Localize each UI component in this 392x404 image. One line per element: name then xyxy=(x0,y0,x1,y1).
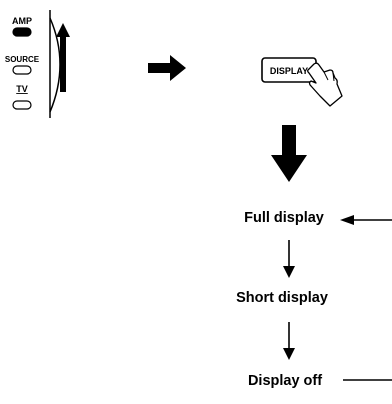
hand-finger-crease xyxy=(323,71,329,81)
tv-button[interactable] xyxy=(12,100,32,110)
state-display-off: Display off xyxy=(248,373,322,389)
source-button[interactable] xyxy=(12,65,32,75)
amp-button[interactable] xyxy=(12,27,32,37)
slide-up-arrow-icon xyxy=(56,23,70,92)
state-short-display: Short display xyxy=(236,290,328,306)
loop-back-arrowhead xyxy=(340,215,354,225)
display-button-group: DISPLAY xyxy=(261,57,343,107)
tv-label: TV xyxy=(16,84,28,94)
thin-arrow-2-head xyxy=(283,348,295,360)
amp-label: AMP xyxy=(12,16,32,26)
thin-arrow-1-head xyxy=(283,266,295,278)
pointing-hand-icon xyxy=(307,62,343,107)
down-block-arrow-icon xyxy=(271,125,307,182)
hand-finger-crease-2 xyxy=(332,72,335,82)
source-label: SOURCE xyxy=(5,55,40,64)
display-button-label: DISPLAY xyxy=(270,66,308,76)
right-block-arrow-icon xyxy=(148,55,186,81)
remote-selector: AMP SOURCE TV xyxy=(5,10,70,118)
state-full-display: Full display xyxy=(244,210,324,226)
display-cycle: Full display Short display Display off xyxy=(236,210,392,389)
